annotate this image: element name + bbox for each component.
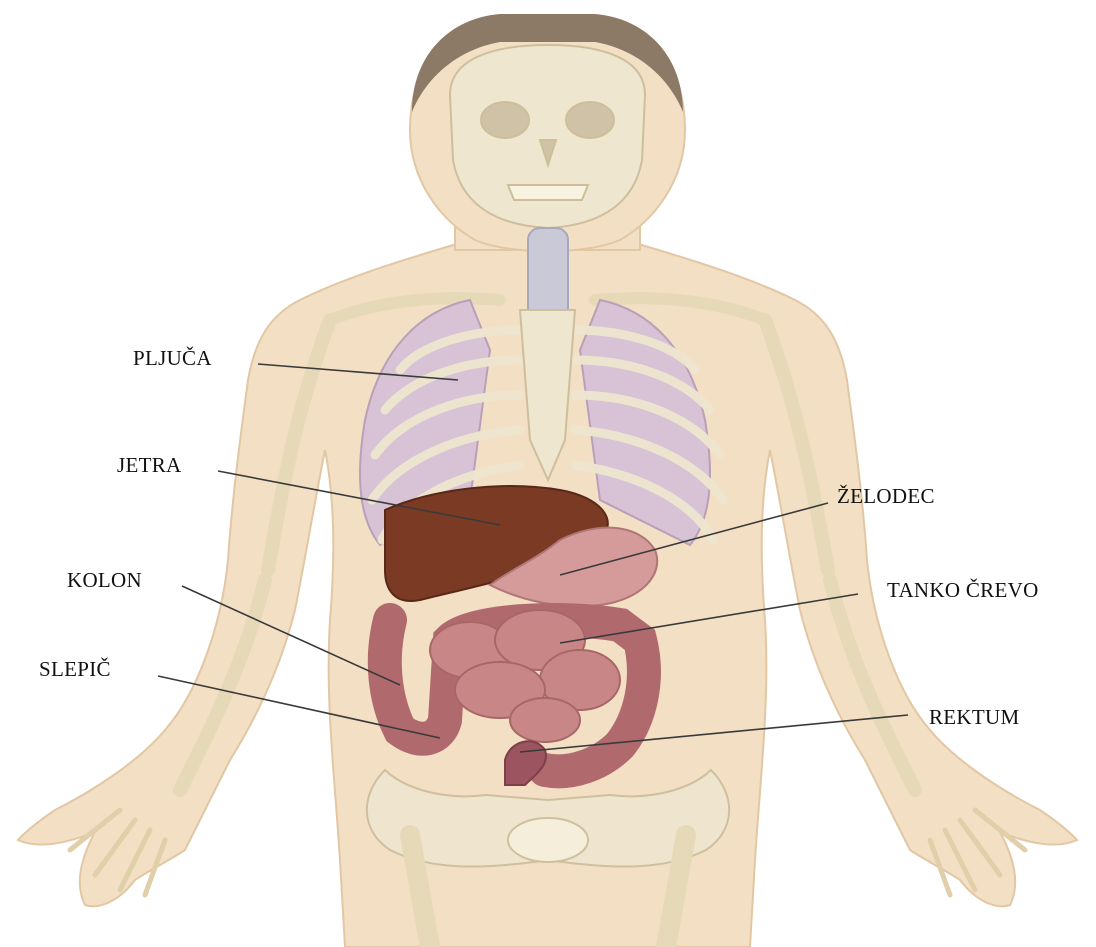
label-small-intestine: TANKO ČREVO (887, 578, 1039, 602)
skull (450, 45, 645, 228)
label-lungs: PLJUČA (133, 346, 212, 370)
label-rectum: REKTUM (929, 705, 1019, 729)
label-appendix: SLEPIČ (39, 657, 111, 681)
label-colon: KOLON (67, 568, 142, 592)
label-liver: JETRA (117, 453, 182, 477)
label-stomach: ŽELODEC (837, 484, 935, 508)
